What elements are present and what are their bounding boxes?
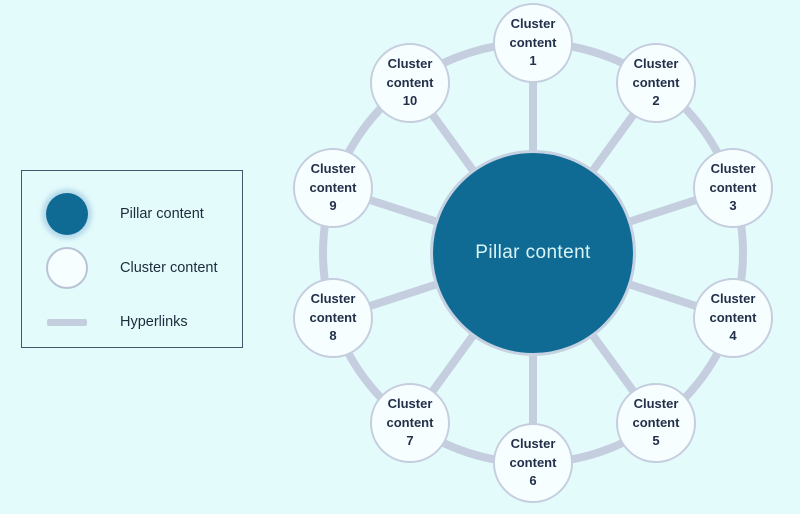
cluster-label: Cluster content	[709, 160, 757, 195]
cluster-number: 2	[652, 93, 660, 109]
cluster-label: Cluster content	[309, 290, 357, 325]
cluster-node-1: Cluster content 1	[493, 3, 573, 83]
cluster-node-8: Cluster content 8	[293, 278, 373, 358]
cluster-label: Cluster content	[386, 55, 434, 90]
swatch-wrap	[44, 193, 90, 235]
cluster-label: Cluster content	[309, 160, 357, 195]
legend-label: Hyperlinks	[120, 314, 188, 330]
swatch-wrap	[44, 318, 90, 326]
legend-label: Pillar content	[120, 206, 204, 222]
legend-item-pillar: Pillar content	[44, 193, 242, 235]
pillar-swatch-icon	[46, 193, 88, 235]
cluster-number: 3	[729, 198, 737, 214]
cluster-number: 5	[652, 433, 660, 449]
cluster-label: Cluster content	[509, 15, 557, 50]
cluster-node-10: Cluster content 10	[370, 43, 450, 123]
cluster-node-4: Cluster content 4	[693, 278, 773, 358]
cluster-label: Cluster content	[386, 395, 434, 430]
hyperlink-swatch-icon	[47, 318, 87, 326]
cluster-swatch-icon	[46, 247, 88, 289]
cluster-number: 9	[329, 198, 337, 214]
cluster-node-5: Cluster content 5	[616, 383, 696, 463]
pillar-node: Pillar content	[430, 150, 636, 356]
cluster-node-3: Cluster content 3	[693, 148, 773, 228]
cluster-node-7: Cluster content 7	[370, 383, 450, 463]
cluster-node-2: Cluster content 2	[616, 43, 696, 123]
cluster-number: 4	[729, 328, 737, 344]
cluster-number: 8	[329, 328, 337, 344]
legend: Pillar content Cluster content Hyperlink…	[21, 170, 243, 348]
legend-item-hyperlinks: Hyperlinks	[44, 314, 242, 330]
cluster-label: Cluster content	[509, 435, 557, 470]
cluster-node-6: Cluster content 6	[493, 423, 573, 503]
pillar-label: Pillar content	[475, 242, 591, 263]
cluster-number: 10	[402, 93, 418, 109]
cluster-number: 1	[529, 53, 537, 69]
cluster-label: Cluster content	[632, 55, 680, 90]
legend-item-cluster: Cluster content	[44, 247, 242, 289]
cluster-label: Cluster content	[709, 290, 757, 325]
cluster-number: 6	[529, 473, 537, 489]
swatch-wrap	[44, 247, 90, 289]
cluster-label: Cluster content	[632, 395, 680, 430]
legend-label: Cluster content	[120, 260, 218, 276]
cluster-number: 7	[406, 433, 414, 449]
cluster-node-9: Cluster content 9	[293, 148, 373, 228]
